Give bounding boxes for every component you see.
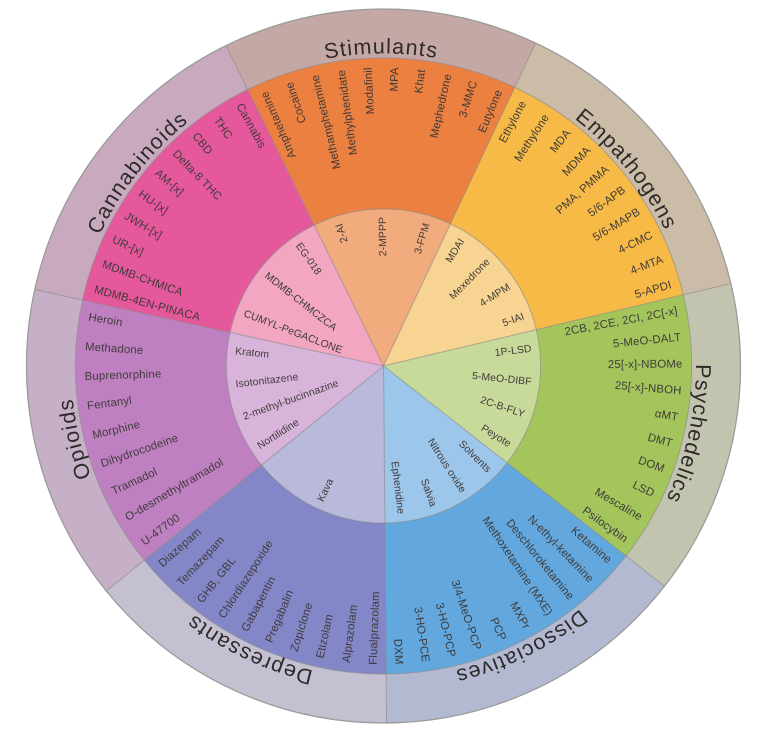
- label-flualprazolam: Flualprazolam: [368, 591, 383, 665]
- label-mpa: MPA: [389, 67, 402, 92]
- label-buprenorphine: Buprenorphine: [84, 368, 161, 383]
- label-heroin: Heroin: [87, 312, 123, 330]
- label-kratom: Kratom: [235, 346, 270, 360]
- label-fentanyl: Fentanyl: [86, 395, 132, 413]
- label-methadone: Methadone: [85, 341, 144, 357]
- label-mt: αMT: [654, 408, 679, 424]
- label-dxm: DXM: [391, 639, 404, 665]
- wedge-stimulants-inner: [313, 208, 451, 367]
- wedge-dissociatives-inner: [383, 365, 508, 524]
- label-25-x-nboh: 25[-x]-NBOH: [614, 380, 682, 397]
- wheel-outer-rim: [25, 8, 742, 724]
- label-25-x-nbome: 25[-x]-NBOMe: [608, 358, 683, 371]
- wedge-cannabinoids-inner: [229, 224, 384, 367]
- wedge-psychedelics-inner: [383, 329, 541, 464]
- wedge-empathogens-inner: [383, 223, 537, 367]
- wedge-opioids-inner: [226, 331, 384, 466]
- label-modafinil: Modafinil: [363, 67, 377, 115]
- wedge-depressants-inner: [261, 365, 386, 524]
- label-1p-lsd: 1P-LSD: [494, 344, 532, 359]
- label-2-mppp: 2-MPPP: [378, 217, 389, 256]
- label-khat: Khat: [413, 68, 428, 94]
